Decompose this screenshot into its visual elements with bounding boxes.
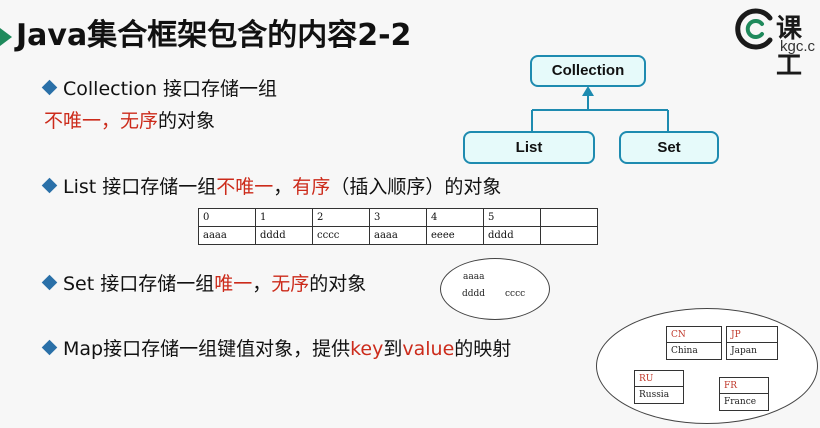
table-cell — [540, 208, 598, 227]
map-entry: RU Russia — [634, 370, 684, 404]
table-cell: aaaa — [369, 226, 427, 245]
table-cell: dddd — [255, 226, 313, 245]
map-prefix: Map接口存储一组键值对象，提供 — [63, 338, 351, 360]
set-item: dddd — [462, 289, 486, 299]
list-table-value-row: aaaa dddd cccc aaaa eeee dddd — [198, 226, 598, 245]
map-suffix: 的映射 — [454, 338, 512, 360]
set-suffix: 的对象 — [309, 273, 367, 295]
set-item: aaaa — [463, 272, 485, 282]
list-red1: 不唯一 — [216, 176, 274, 198]
collection-red-text: 不唯一，无序 — [44, 110, 159, 132]
list-table: 0 1 2 3 4 5 aaaa dddd cccc aaaa eeee ddd… — [198, 208, 598, 245]
table-cell: aaaa — [198, 226, 256, 245]
map-entry-key: CN — [667, 327, 721, 343]
table-cell: 4 — [426, 208, 484, 227]
list-prefix: List 接口存储一组 — [63, 176, 217, 198]
map-entry-value: China — [671, 346, 698, 356]
table-cell — [540, 226, 598, 245]
page-title: Java集合框架包含的内容2-2 — [16, 18, 412, 53]
tree-node-list: List — [463, 131, 595, 164]
map-entry: FR France — [719, 377, 769, 411]
table-cell: 2 — [312, 208, 370, 227]
table-cell: eeee — [426, 226, 484, 245]
tree-node-set: Set — [619, 131, 719, 164]
bullet-diamond-icon — [41, 339, 58, 356]
bullet-diamond-icon — [41, 79, 58, 96]
list-mid: ， — [273, 176, 293, 198]
map-to: 到 — [383, 338, 403, 360]
map-entry: CN China — [666, 326, 722, 360]
bullet-set: Set 接口存储一组唯一，无序的对象 — [41, 269, 367, 296]
map-entry-value: France — [724, 397, 757, 407]
table-cell: 5 — [483, 208, 541, 227]
list-table-index-row: 0 1 2 3 4 5 — [198, 208, 598, 227]
bullet-diamond-icon — [41, 274, 58, 291]
logo-ring-icon — [735, 8, 773, 50]
logo: 课工 kgc.c — [732, 4, 820, 81]
map-key-word: key — [350, 338, 384, 360]
tree-node-collection: Collection — [530, 55, 646, 87]
set-mid: ， — [252, 273, 272, 295]
map-entry: JP Japan — [726, 326, 778, 360]
bullet-collection-text: Collection 接口存储一组 — [63, 78, 278, 100]
table-cell: 0 — [198, 208, 256, 227]
bullet-collection-line2: 不唯一，无序的对象 — [44, 106, 215, 133]
map-value-word: value — [402, 338, 455, 360]
set-red1: 唯一 — [214, 273, 253, 295]
set-prefix: Set 接口存储一组 — [63, 273, 215, 295]
bullet-map: Map接口存储一组键值对象，提供key到value的映射 — [41, 334, 512, 361]
set-ellipse — [440, 258, 550, 320]
table-cell: dddd — [483, 226, 541, 245]
bullet-collection: Collection 接口存储一组 — [41, 74, 278, 101]
bullet-list: List 接口存储一组不唯一，有序（插入顺序）的对象 — [41, 172, 502, 199]
list-suffix: （插入顺序）的对象 — [330, 176, 502, 198]
logo-url: kgc.c — [780, 38, 816, 55]
map-entry-value: Japan — [731, 346, 757, 356]
map-entry-key: FR — [720, 378, 768, 394]
logo-brand: 课工 — [776, 14, 803, 81]
collection-black-text: 的对象 — [158, 110, 216, 132]
table-cell: 3 — [369, 208, 427, 227]
title-bar: Java集合框架包含的内容2-2 — [0, 0, 820, 58]
title-marker-icon — [0, 28, 12, 46]
set-red2: 无序 — [271, 273, 310, 295]
map-entry-value: Russia — [639, 390, 670, 400]
map-entry-key: JP — [727, 327, 777, 343]
list-red2: 有序 — [292, 176, 331, 198]
table-cell: 1 — [255, 208, 313, 227]
bullet-diamond-icon — [41, 177, 58, 194]
table-cell: cccc — [312, 226, 370, 245]
map-entry-key: RU — [635, 371, 683, 387]
set-item: cccc — [505, 289, 526, 299]
